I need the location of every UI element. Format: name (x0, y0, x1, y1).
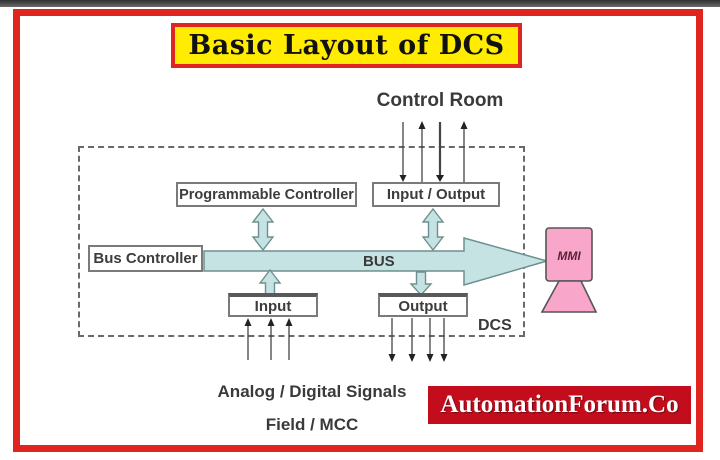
brand-watermark: AutomationForum.Co (428, 386, 691, 424)
outer-red-frame (13, 9, 703, 452)
analog-digital-signals-label: Analog / Digital Signals (217, 382, 407, 401)
input-output-label: Input / Output (386, 186, 486, 203)
input-output-block: Input / Output (372, 182, 500, 207)
title-banner: Basic Layout of DCS (171, 23, 522, 68)
input-bus-up-arrow-icon (258, 268, 282, 295)
brand-text: AutomationForum.Co (440, 391, 679, 418)
bus-arrow (203, 237, 550, 286)
control-room-label: Control Room (376, 90, 504, 111)
output-field-signal-lines (388, 318, 448, 362)
programmable-controller-label: Programmable Controller (179, 186, 354, 203)
input-label: Input (254, 297, 292, 315)
mmi-label: MMI (557, 249, 581, 263)
programmable-controller-block: Programmable Controller (176, 182, 357, 207)
output-label: Output (398, 297, 448, 315)
page-title: Basic Layout of DCS (188, 30, 505, 61)
bus-controller-block: Bus Controller (88, 245, 203, 272)
output-block: Output (378, 293, 468, 317)
bus-output-down-arrow-icon (409, 271, 433, 297)
input-field-signal-lines (244, 318, 293, 360)
dcs-label: DCS (478, 317, 512, 334)
control-room-signal-lines (399, 121, 468, 182)
dcs-boundary-box (78, 146, 525, 337)
input-block: Input (228, 293, 318, 317)
bus-controller-label: Bus Controller (93, 250, 198, 267)
field-mcc-label: Field / MCC (265, 415, 359, 434)
bus-label: BUS (363, 253, 395, 270)
io-bus-double-arrow-icon (421, 207, 445, 252)
top-edge-shadow (0, 0, 720, 7)
pc-bus-double-arrow-icon (251, 207, 275, 252)
mmi-monitor-icon: MMI (540, 227, 598, 313)
